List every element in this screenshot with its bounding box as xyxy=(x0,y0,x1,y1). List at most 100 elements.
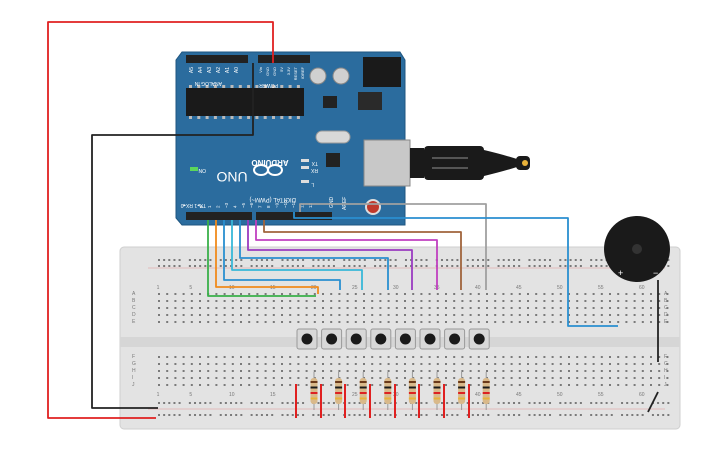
column-number: 25 xyxy=(352,285,358,291)
column-number: 55 xyxy=(598,285,604,291)
wire-blue-2[interactable] xyxy=(223,220,341,290)
arduino-uno[interactable]: ARDUINO UNO ON TX RX L DIGITAL (PWM~) TX… xyxy=(175,51,411,226)
column-number: 60 xyxy=(639,392,645,398)
row-letter: H xyxy=(132,368,136,374)
wire-red-5v[interactable] xyxy=(47,21,274,419)
row-letter: D xyxy=(132,312,136,318)
power-pin-label: 3.3V xyxy=(286,67,291,76)
tx-label: TX xyxy=(311,160,318,166)
digital-pin-label: ~9 xyxy=(274,202,279,208)
usb-cable-icon xyxy=(522,160,528,166)
row-letter: B xyxy=(132,298,136,304)
wire-orange[interactable] xyxy=(215,220,319,294)
row-letter: F xyxy=(132,354,135,360)
rx-label: RX xyxy=(310,167,318,173)
push-button[interactable] xyxy=(345,328,367,350)
column-number: 5 xyxy=(189,285,192,291)
wire-green[interactable] xyxy=(207,220,316,297)
wire-black-rail[interactable] xyxy=(647,391,659,413)
capacitor-icon xyxy=(309,67,327,85)
wire-blue-buzzer[interactable] xyxy=(293,212,618,327)
push-buttons xyxy=(296,328,490,350)
push-button[interactable] xyxy=(394,328,416,350)
digital-pin-label: 7 xyxy=(258,205,263,208)
column-number: 55 xyxy=(598,392,604,398)
row-letter: J xyxy=(664,382,667,388)
row-letter: I xyxy=(664,375,665,381)
digital-header-low xyxy=(186,212,252,220)
wire-cyan[interactable] xyxy=(231,220,363,290)
row-letter: E xyxy=(132,319,136,325)
digital-pin-label: ~3 xyxy=(224,202,229,208)
row-letter: I xyxy=(132,375,133,381)
wire-blue[interactable] xyxy=(239,220,389,290)
resistors xyxy=(310,372,490,410)
push-button[interactable] xyxy=(296,328,318,350)
red-jumpers[interactable] xyxy=(295,384,470,418)
column-number: 1 xyxy=(157,285,160,291)
resistor[interactable] xyxy=(335,372,343,410)
resistor[interactable] xyxy=(384,372,392,410)
row-letter: G xyxy=(132,361,136,367)
resistor[interactable] xyxy=(458,372,466,410)
row-letter: B xyxy=(664,298,668,304)
on-label: ON xyxy=(198,167,206,173)
gnd-label: GND xyxy=(329,197,335,209)
analog-pin-label: A0 xyxy=(234,67,240,73)
atmega-chip xyxy=(186,88,304,116)
power-pin-label: RESET xyxy=(293,66,298,80)
arduino-logo xyxy=(253,164,283,176)
push-button[interactable] xyxy=(444,328,466,350)
power-jack xyxy=(363,57,401,87)
column-number: 30 xyxy=(393,285,399,291)
wire-violet[interactable] xyxy=(255,220,438,290)
resistor[interactable] xyxy=(482,372,490,410)
column-number: 20 xyxy=(311,285,317,291)
analog-label: ANALOG IN xyxy=(194,80,222,86)
digital-pin-label: ~5 xyxy=(241,202,246,208)
wire-brown[interactable] xyxy=(263,220,462,290)
column-number: 40 xyxy=(475,392,481,398)
column-number: 5 xyxy=(189,392,192,398)
analog-pin-label: A1 xyxy=(225,67,231,73)
on-led xyxy=(190,167,198,171)
digital-label: DIGITAL (PWM~) xyxy=(249,196,296,202)
reset-button[interactable] xyxy=(365,199,381,215)
analog-pin-label: A2 xyxy=(216,67,222,73)
push-button[interactable] xyxy=(370,328,392,350)
digital-pin-label: ~11 xyxy=(291,200,296,208)
column-number: 10 xyxy=(229,285,235,291)
breadboard-holes xyxy=(158,259,670,416)
push-button[interactable] xyxy=(419,328,441,350)
piezo-buzzer[interactable]: + − xyxy=(604,216,670,282)
digital-pin-label: 8 xyxy=(266,205,271,208)
digital-pin-label: 0 xyxy=(199,205,204,208)
wire-purple[interactable] xyxy=(247,220,413,290)
digital-pin-label: 4 xyxy=(232,205,237,208)
usb-cable[interactable] xyxy=(410,146,530,180)
column-number: 50 xyxy=(557,285,563,291)
analog-pin-label: A3 xyxy=(207,67,213,73)
arduino-model: UNO xyxy=(216,169,247,185)
push-button[interactable] xyxy=(321,328,343,350)
resistor[interactable] xyxy=(408,372,416,410)
push-button[interactable] xyxy=(468,328,490,350)
usb-chip xyxy=(326,153,340,167)
column-number: 40 xyxy=(475,285,481,291)
digital-pin-label: 2 xyxy=(216,205,221,208)
regulator xyxy=(358,92,382,110)
resistor[interactable] xyxy=(433,372,441,410)
wire-black-gnd[interactable] xyxy=(91,63,254,409)
resistor[interactable] xyxy=(310,372,318,410)
power-pin-label: IOREF xyxy=(300,66,305,79)
digital-pin-label: ~10 xyxy=(283,200,288,208)
resistor[interactable] xyxy=(359,372,367,410)
column-number: 10 xyxy=(229,392,235,398)
wire-gray[interactable] xyxy=(299,203,487,290)
l-label: L xyxy=(311,181,314,187)
column-number: 1 xyxy=(157,392,160,398)
power-pin-label: Vin xyxy=(258,67,263,73)
analog-header xyxy=(186,55,248,63)
